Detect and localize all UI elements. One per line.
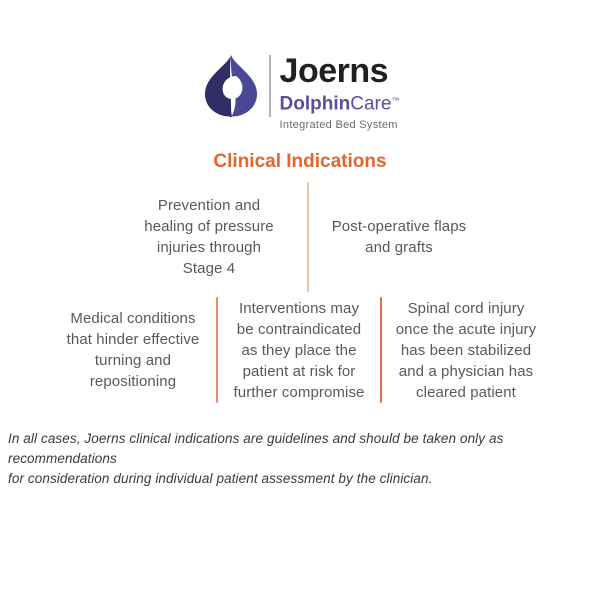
- vertical-divider: [380, 297, 382, 404]
- logo-tagline: Integrated Bed System: [279, 119, 398, 132]
- indication-item: Post-operative flaps and grafts: [331, 218, 467, 257]
- indications-row-1: Prevention and healing of pressure injur…: [0, 181, 600, 293]
- product-name-regular: Care: [350, 93, 392, 115]
- vertical-divider: [307, 182, 309, 293]
- indication-item: Prevention and healing of pressure injur…: [144, 197, 274, 278]
- joerns-dolphincare-logo: Joerns DolphinCare™ Integrated Bed Syste…: [0, 0, 600, 131]
- logo-divider: [268, 55, 271, 117]
- indications-row-2: Medical conditions that hinder effective…: [0, 296, 600, 404]
- page-title: Clinical Indications: [213, 151, 387, 173]
- indication-item: Medical conditions that hinder effective…: [66, 310, 200, 391]
- trademark-symbol: ™: [391, 96, 400, 105]
- brand-name: Joerns: [279, 52, 389, 90]
- product-name: DolphinCare™: [280, 90, 400, 115]
- product-name-bold: Dolphin: [279, 93, 351, 115]
- indication-item: Interventions may be contraindicated as …: [233, 299, 365, 401]
- dolphin-droplet-icon: [201, 54, 261, 118]
- disclaimer-note: In all cases, Joerns clinical indication…: [8, 431, 504, 487]
- vertical-divider: [216, 297, 218, 404]
- indication-item: Spinal cord injury once the acute injury…: [395, 299, 537, 401]
- logo-text: Joerns DolphinCare™ Integrated Bed Syste…: [280, 54, 400, 131]
